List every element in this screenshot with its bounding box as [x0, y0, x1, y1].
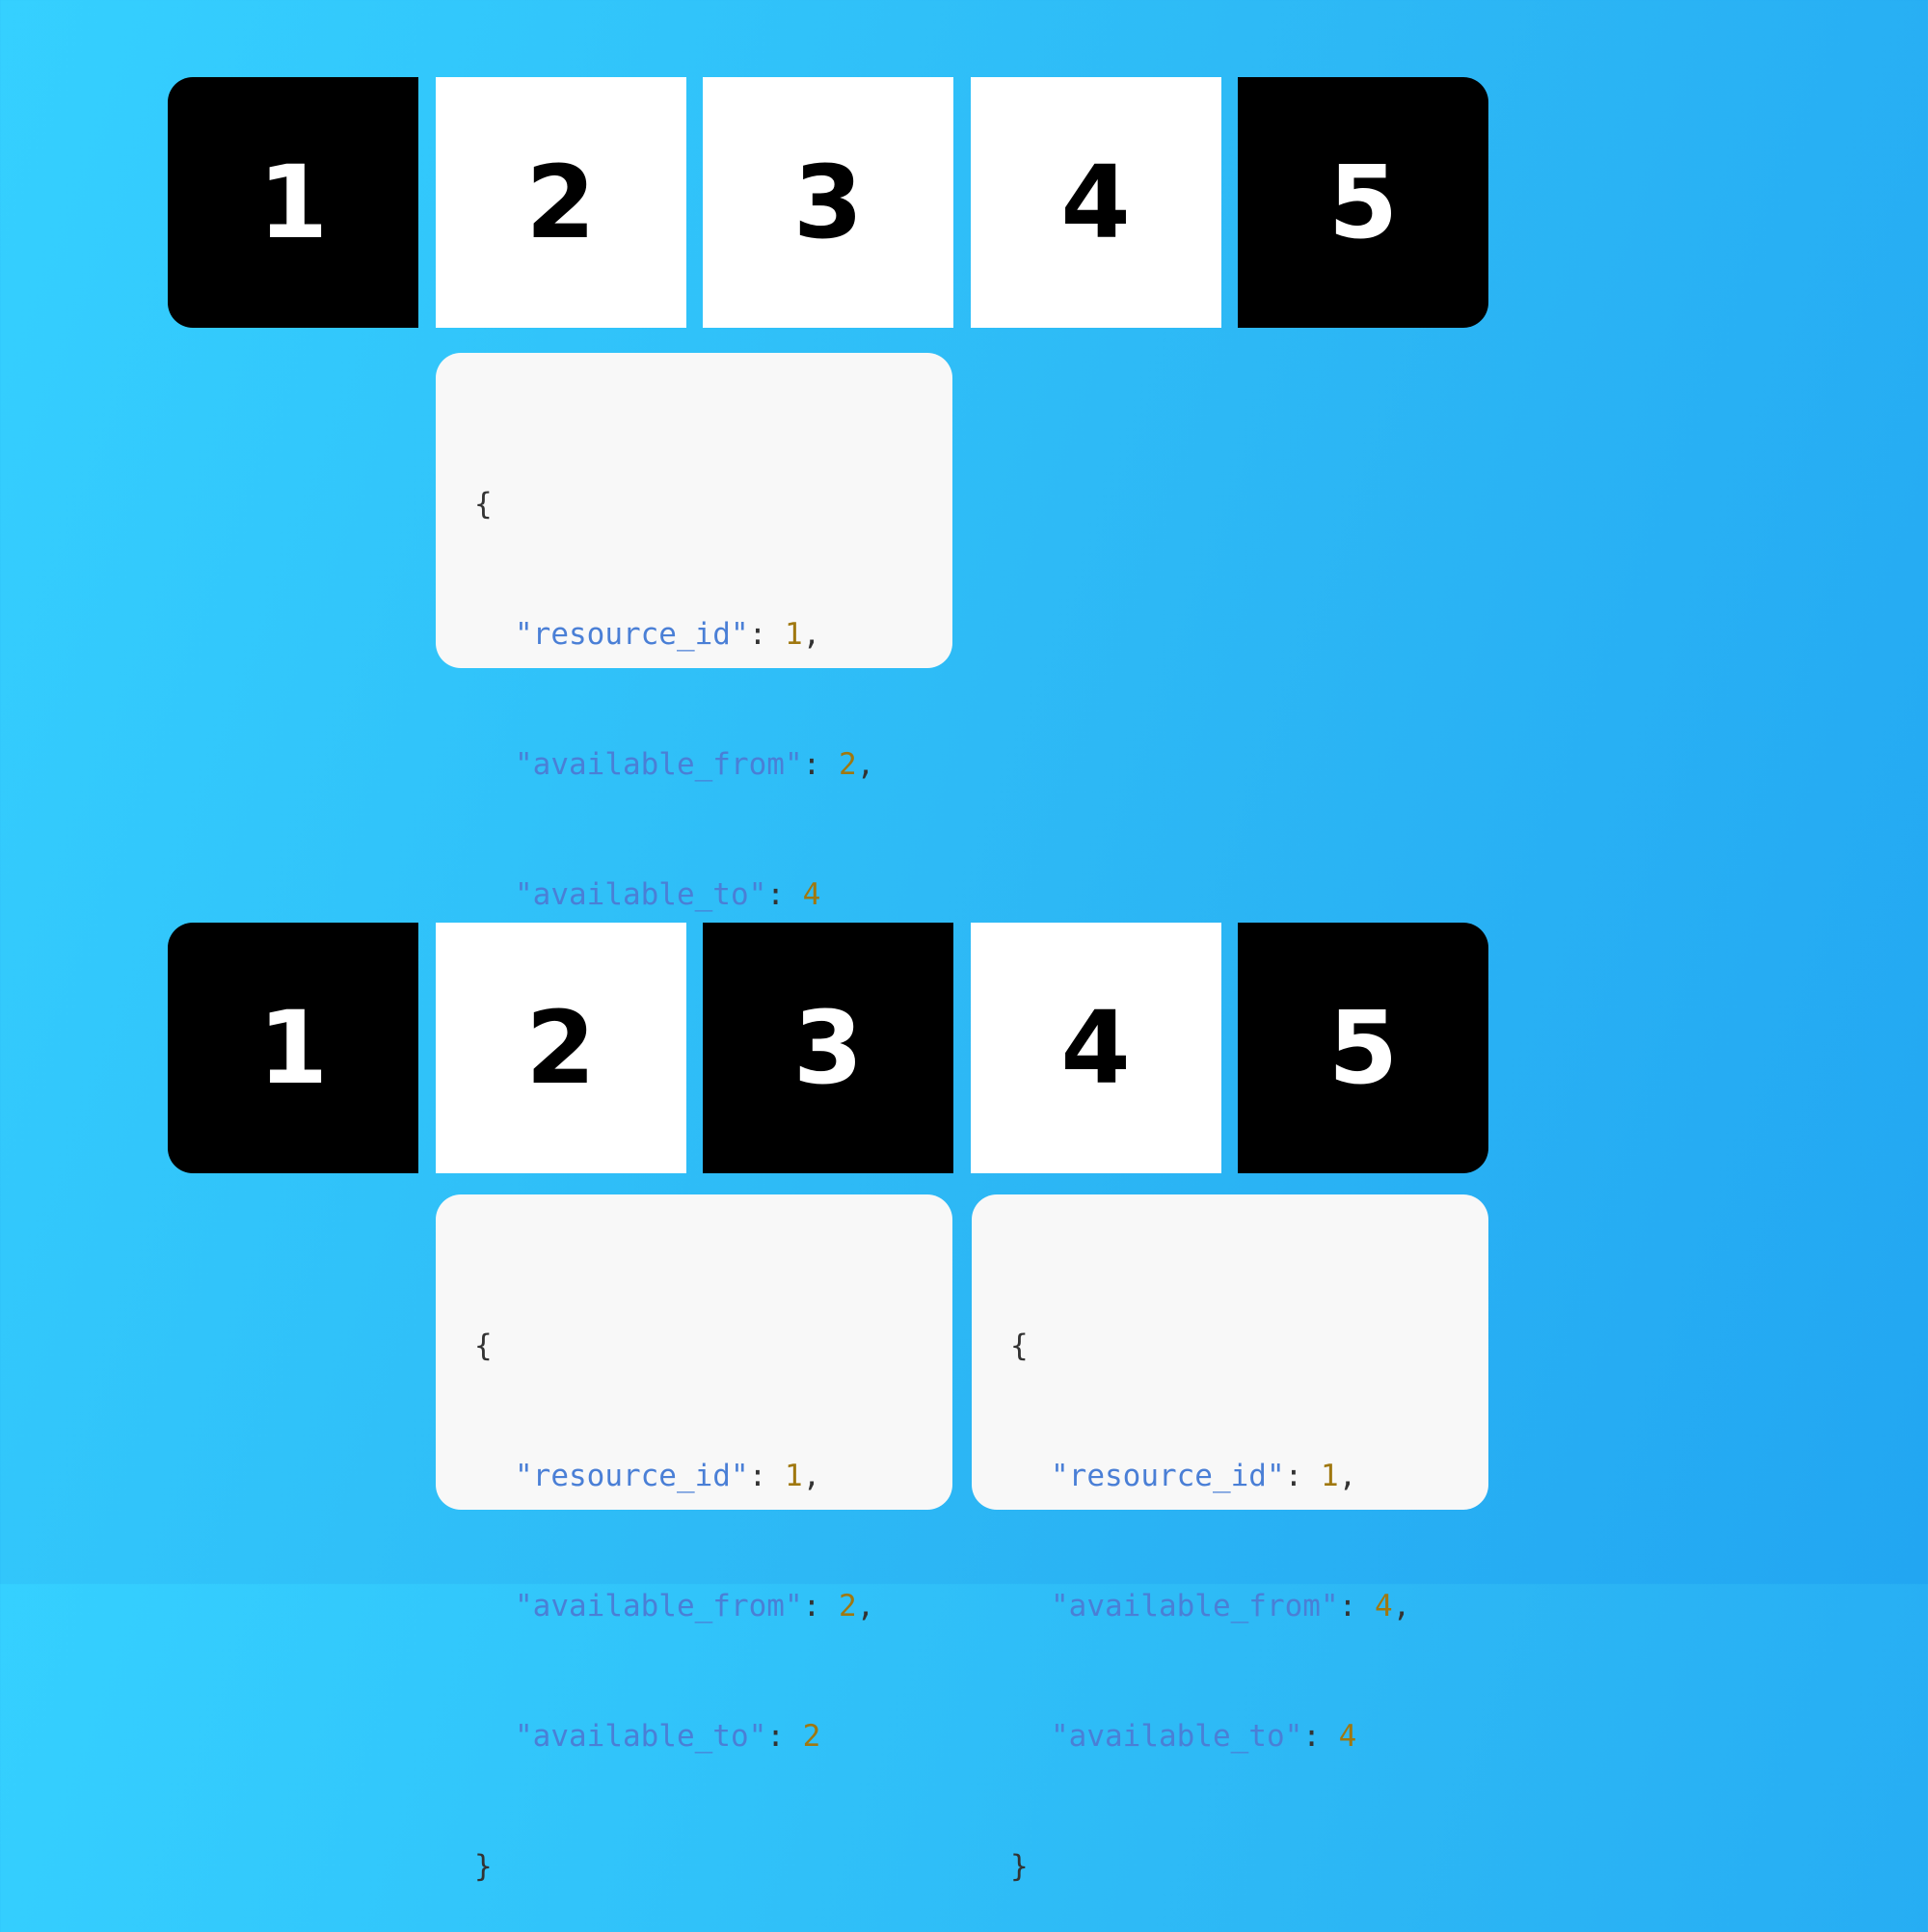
- timeslot-strip-bottom: 1 2 3 4 5: [168, 923, 1488, 1173]
- key-resource-id: "resource_id": [1051, 1459, 1285, 1493]
- slot-3: 3: [703, 923, 953, 1173]
- slot-2: 2: [435, 923, 686, 1173]
- key-available-to: "available_to": [515, 877, 767, 912]
- slot-1: 1: [168, 923, 418, 1173]
- open-brace: {: [474, 1328, 493, 1363]
- value-resource-id: 1: [784, 1459, 803, 1493]
- value-available-from: 2: [838, 747, 857, 782]
- close-brace: }: [1010, 1849, 1029, 1884]
- key-resource-id: "resource_id": [515, 1459, 749, 1493]
- slot-2: 2: [435, 77, 686, 328]
- value-available-from: 2: [838, 1589, 857, 1623]
- value-available-to: 2: [802, 1719, 821, 1754]
- key-available-from: "available_from": [515, 747, 803, 782]
- json-card-bottom-1: { "resource_id": 1, "available_from": 2,…: [436, 1194, 952, 1884]
- value-resource-id: 1: [1320, 1459, 1339, 1493]
- open-brace: {: [1010, 1328, 1029, 1363]
- value-available-from: 4: [1374, 1589, 1393, 1623]
- json-card-top: { "resource_id": 1, "available_from": 2,…: [436, 353, 952, 1042]
- slot-5: 5: [1238, 77, 1488, 328]
- key-available-from: "available_from": [1051, 1589, 1339, 1623]
- value-available-to: 4: [802, 877, 821, 912]
- timeslot-strip-top: 1 2 3 4 5: [168, 77, 1488, 328]
- open-brace: {: [474, 487, 493, 522]
- key-available-to: "available_to": [515, 1719, 767, 1754]
- value-available-to: 4: [1338, 1719, 1357, 1754]
- key-available-from: "available_from": [515, 1589, 803, 1623]
- slot-4: 4: [970, 77, 1221, 328]
- slot-4: 4: [970, 923, 1221, 1173]
- slot-5: 5: [1238, 923, 1488, 1173]
- slot-3: 3: [703, 77, 953, 328]
- key-resource-id: "resource_id": [515, 617, 749, 652]
- slot-1: 1: [168, 77, 418, 328]
- close-brace: }: [474, 1849, 493, 1884]
- key-available-to: "available_to": [1051, 1719, 1303, 1754]
- value-resource-id: 1: [784, 617, 803, 652]
- json-card-bottom-2: { "resource_id": 1, "available_from": 4,…: [972, 1194, 1488, 1884]
